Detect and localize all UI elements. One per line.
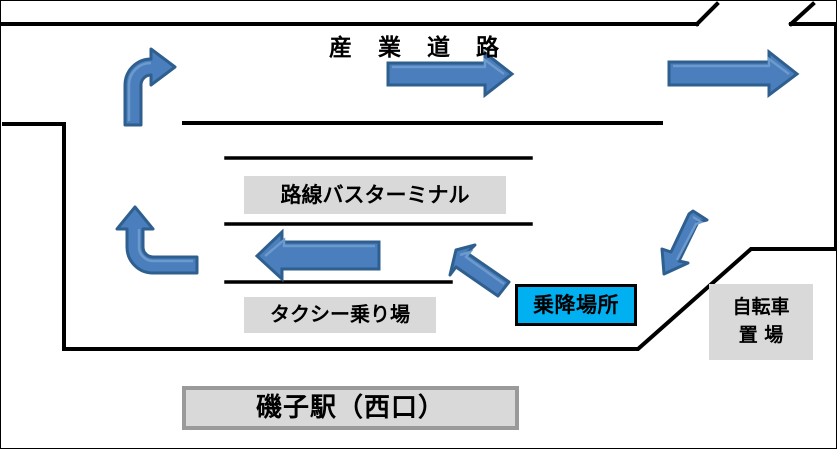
bicycle-parking-line-2: 置 場 (738, 324, 784, 346)
arrow-diagonal-down-left-icon (660, 209, 709, 276)
road-boundary-top (1, 1, 836, 27)
road-arrow-east-inner-icon (386, 49, 515, 99)
taxi-stand-label: タクシー乗り場 (244, 297, 436, 333)
arrow-curve-up-right-icon (123, 47, 177, 127)
building-block-left (2, 122, 446, 351)
arrow-curve-right-up-icon (115, 205, 199, 275)
bicycle-parking-line-1: 自転車 (732, 296, 790, 319)
arrow-west-icon (254, 228, 381, 283)
road-arrow-east-outer-icon (667, 48, 800, 98)
station-name-label: 磯子駅（西口） (182, 386, 519, 430)
boarding-point-highlight-label: 乗降場所 (515, 284, 637, 326)
concourse-edge-southeast (446, 247, 836, 351)
bicycle-parking-label: 自転車 置 場 (709, 284, 813, 360)
road-name-label: 産 業 道 路 (329, 34, 509, 61)
arrow-diagonal-up-left-icon (448, 243, 511, 298)
bus-terminal-label: 路線バスターミナル (244, 176, 506, 214)
